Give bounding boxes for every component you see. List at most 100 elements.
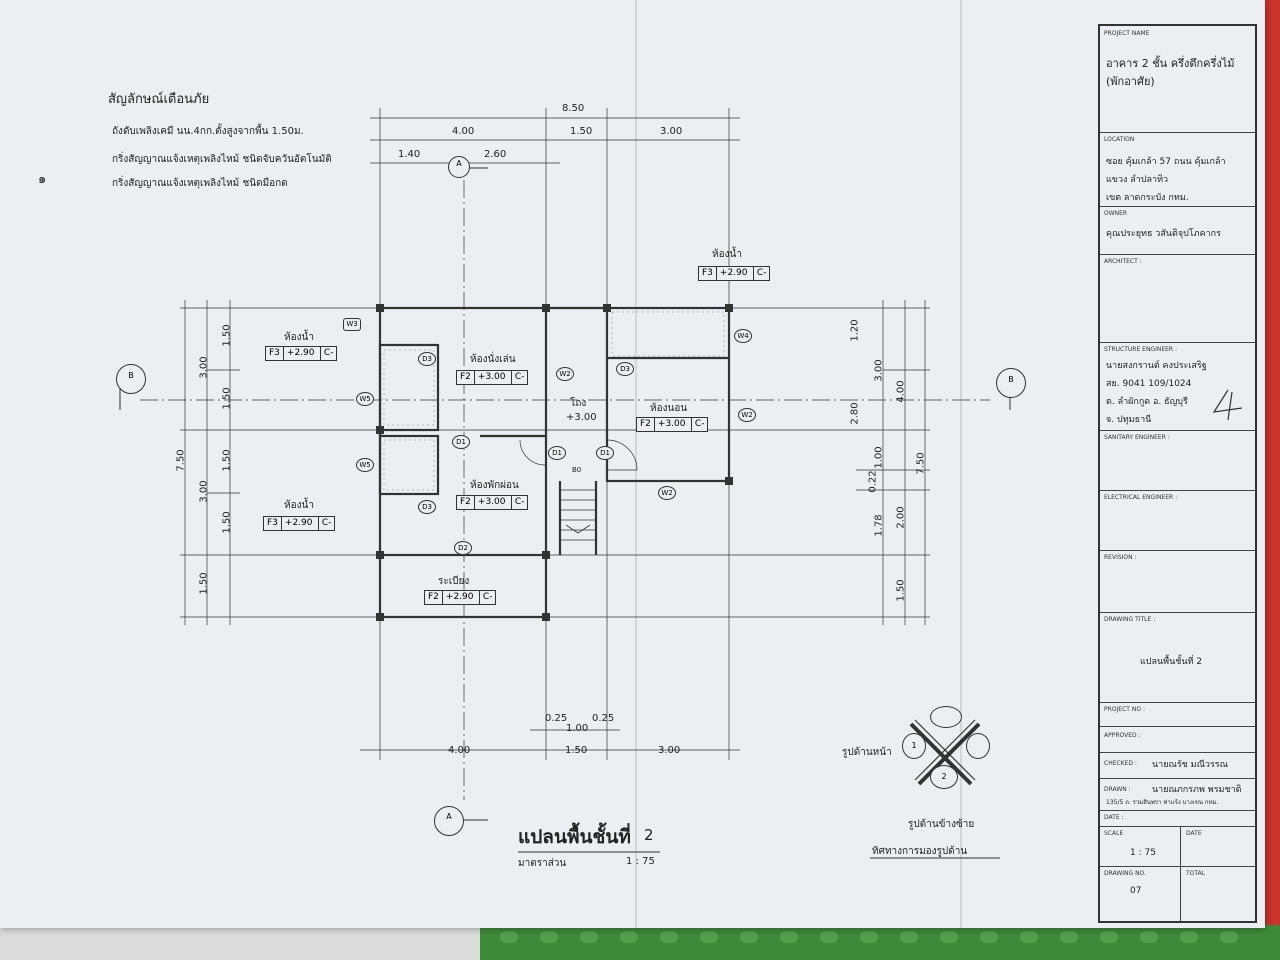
location-line: เขต ลาดกระบัง กทม.	[1106, 193, 1189, 203]
paper-fold	[960, 0, 962, 928]
dim-left: 1.50	[198, 572, 210, 595]
dim-bottom-sub: 0.25	[592, 713, 615, 724]
dim-top: 3.00	[660, 126, 683, 137]
door-tag: D3	[418, 352, 436, 366]
scale-value: 1 : 75	[626, 856, 655, 867]
door-tag: D1	[596, 446, 614, 460]
room-name: ห้องน้ำ	[284, 500, 314, 511]
dim-left-inner: 1.50	[221, 324, 233, 347]
dim-left: 3.00	[198, 480, 210, 503]
floor-plan-drawing	[119, 108, 1011, 859]
project-name: อาคาร 2 ชั้น ครึ่งตึกครึ่งไม้	[1106, 57, 1235, 70]
dim-right-inner: 1.00	[873, 446, 885, 469]
green-mat-background	[480, 925, 1280, 960]
dim-total-top: 8.50	[562, 103, 585, 114]
room-name: ห้องนอน	[650, 403, 688, 414]
dim-bottom-sub: 1.00	[566, 723, 589, 734]
key-circle-top	[930, 706, 962, 728]
door-tag: D3	[418, 500, 436, 514]
engineer-signature	[1212, 389, 1243, 421]
door-tag: D2	[454, 541, 472, 555]
dim-bottom: 3.00	[658, 745, 681, 756]
dim-top-sub: 2.60	[484, 149, 507, 160]
drawing-title-value: แปลนพื้นชั้นที่ 2	[1140, 657, 1203, 667]
structure-label: STRUCTURE ENGINEER :	[1104, 346, 1178, 353]
key-front-label: รูปด้านหน้า	[842, 747, 892, 758]
legend-item: กริ่งสัญญาณแจ้งเหตุเพลิงไหม้ ชนิดจับควัน…	[112, 154, 332, 165]
door-tag: D1	[452, 435, 470, 449]
dim-left: 3.00	[198, 356, 210, 379]
dim-top-sub: 1.40	[398, 149, 421, 160]
door-tag: D1	[548, 446, 566, 460]
scale-label: มาตราส่วน	[518, 858, 567, 869]
dim-top: 1.50	[570, 126, 593, 137]
revision-label: REVISION :	[1104, 554, 1137, 561]
dim-bottom-sub: 0.25	[545, 713, 568, 724]
location-line: ซอย คุ้มเกล้า 57 ถนน คุ้มเกล้า	[1106, 157, 1226, 167]
drawing-number: 2	[644, 826, 654, 844]
project-no-label: PROJECT NO :	[1104, 706, 1145, 713]
drawing-sheet: สัญลักษณ์เตือนภัย ถังดับเพลิงเคมี นน.4กก…	[0, 0, 1265, 928]
dim-bottom: 1.50	[565, 745, 588, 756]
key-circle-bottom: 2	[930, 765, 958, 789]
dim-right: 3.00	[873, 359, 885, 382]
window-tag: W2	[658, 486, 676, 500]
window-tag: W4	[734, 329, 752, 343]
stair	[560, 489, 596, 541]
drawn-name: นายณภกรภพ พรมชาติ	[1152, 785, 1242, 795]
window-tag: W2	[738, 408, 756, 422]
section-b-marker: B	[116, 364, 146, 394]
dim-right-inner: 1.50	[895, 579, 907, 602]
drawn-address: 135/5 ถ. รวมสินพรา ท่าแร้ง บางเขน กทม.	[1106, 799, 1219, 806]
key-direction-label: ทิศทางการมองรูปด้าน	[872, 846, 968, 857]
dim-right-total: 7.50	[915, 452, 927, 475]
room-name: ห้องน้ำ	[712, 249, 742, 260]
checked-name: นายณรัช มณีวรรณ	[1152, 760, 1228, 770]
structure-line: จ. ปทุมธานี	[1106, 415, 1152, 425]
drawing-no: 07	[1130, 886, 1142, 896]
dim-right-inner: 1.20	[849, 319, 861, 342]
elevation-key	[909, 719, 981, 786]
electrical-label: ELECTRICAL ENGINEER :	[1104, 494, 1178, 501]
dim-left-inner: 1.50	[221, 387, 233, 410]
structure-line: สย. 9041 109/1024	[1106, 379, 1192, 389]
location-label: LOCATION	[1104, 136, 1135, 143]
legend-title: สัญลักษณ์เตือนภัย	[108, 92, 210, 107]
tile-hatch	[383, 311, 725, 491]
dim-left-inner: 1.50	[221, 449, 233, 472]
key-circle-right	[966, 733, 990, 759]
sanitary-label: SANITARY ENGINEER :	[1104, 434, 1170, 441]
room-name: ระเบียง	[438, 576, 470, 587]
total-label: TOTAL	[1186, 870, 1206, 877]
dim-left-total: 7.50	[175, 449, 187, 472]
section-a-marker: A	[448, 156, 470, 178]
window-tag: W2	[556, 367, 574, 381]
scale-value-tb: 1 : 75	[1130, 848, 1156, 858]
dim-right-inner: 2.00	[895, 506, 907, 529]
dim-right-inner: 0.22	[867, 470, 879, 493]
date2-label: DATE	[1186, 830, 1202, 837]
hall-name: โถง	[570, 398, 587, 409]
dim-right-inner: 1.78	[873, 514, 885, 537]
stair-label: B0	[572, 466, 582, 474]
project-name-label: PROJECT NAME	[1104, 30, 1150, 37]
dim-bottom: 4.00	[448, 745, 471, 756]
drawing-title: แปลนพื้นชั้นที่	[518, 826, 631, 848]
title-block: PROJECT NAME อาคาร 2 ชั้น ครึ่งตึกครึ่งไ…	[1098, 24, 1257, 923]
window-tag: W3	[343, 318, 361, 331]
drawn-label: DRAWN :	[1104, 786, 1131, 793]
architect-label: ARCHITECT :	[1104, 258, 1142, 265]
hall-level: +3.00	[566, 412, 597, 423]
door-tag: D3	[616, 362, 634, 376]
door-swings	[519, 439, 638, 471]
legend-side-mark: ๑	[38, 172, 47, 187]
room-name: ห้องนั่งเล่น	[470, 354, 516, 365]
dim-right-inner: 2.80	[849, 402, 861, 425]
owner-name: คุณประยุทธ วสันติจุปโภคากร	[1106, 229, 1221, 239]
dim-left-inner: 1.50	[221, 511, 233, 534]
project-name-sub: (พักอาศัย)	[1106, 75, 1155, 88]
legend-item: ถังดับเพลิงเคมี นน.4กก.ตั้งสูงจากพื้น 1.…	[112, 126, 304, 137]
